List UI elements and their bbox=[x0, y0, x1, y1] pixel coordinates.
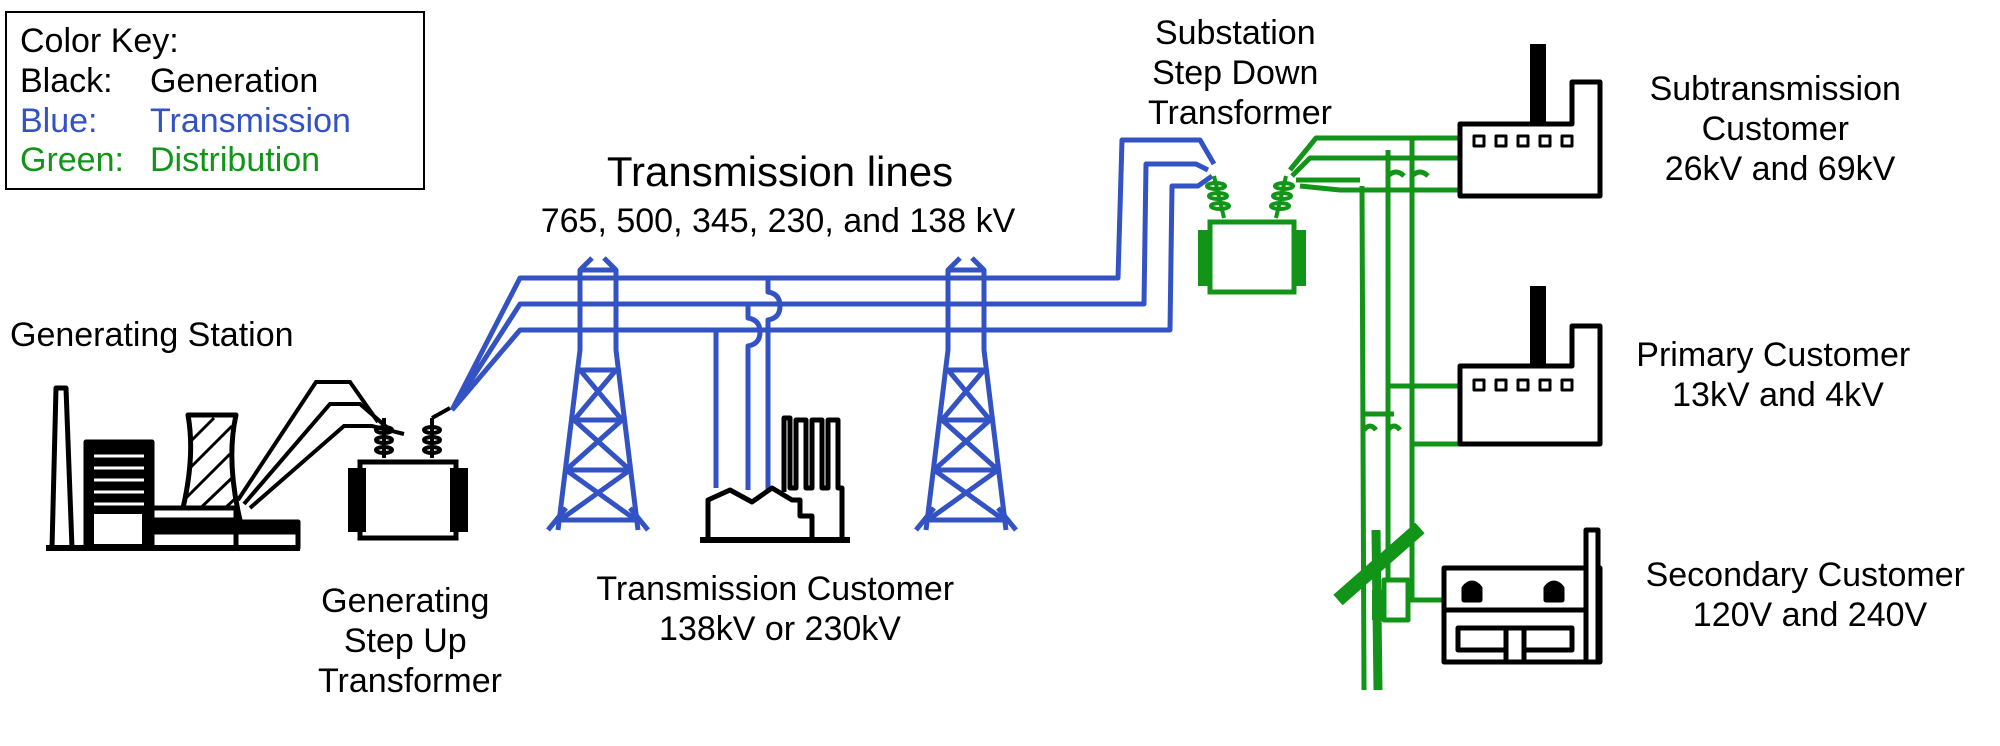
generation-lines bbox=[236, 380, 405, 510]
subtransmission-customer-icon bbox=[1457, 44, 1603, 199]
color-key-distribution-label: Green: bbox=[20, 141, 124, 179]
primary-customer-icon bbox=[1457, 286, 1603, 447]
step-up-transformer-icon bbox=[348, 406, 468, 541]
color-key-title: Color Key: bbox=[20, 22, 179, 60]
color-key: Color Key: Black: Generation Blue: Trans… bbox=[5, 11, 425, 190]
step-up-label: Generating Step Up Transformer bbox=[318, 582, 502, 700]
transmission-customer-label: Transmission Customer 138kV or 230kV bbox=[596, 570, 963, 648]
transmission-lines-title: Transmission lines bbox=[607, 148, 953, 195]
color-key-transmission-label: Blue: bbox=[20, 102, 98, 140]
color-key-distribution-value: Distribution bbox=[150, 141, 320, 179]
generating-station-label: Generating Station bbox=[10, 316, 294, 354]
distribution-lines bbox=[1288, 135, 1460, 691]
transmission-lines-voltages: 765, 500, 345, 230, and 138 kV bbox=[541, 202, 1016, 240]
secondary-customer-icon bbox=[1441, 527, 1603, 665]
transmission-customer-icon bbox=[700, 415, 850, 543]
generating-station-icon bbox=[46, 385, 301, 551]
transmission-tower-2 bbox=[914, 256, 1018, 532]
subtransmission-customer-label: Subtransmission Customer 26kV and 69kV bbox=[1650, 70, 1911, 188]
color-key-generation-value: Generation bbox=[150, 62, 318, 100]
substation-transformer-icon bbox=[1198, 175, 1306, 295]
color-key-generation-label: Black: bbox=[20, 62, 113, 100]
color-key-transmission-value: Transmission bbox=[150, 102, 351, 140]
color-key-box bbox=[5, 11, 425, 190]
transmission-lines bbox=[449, 137, 1217, 492]
secondary-customer-label: Secondary Customer 120V and 240V bbox=[1646, 556, 1975, 634]
primary-customer-label: Primary Customer 13kV and 4kV bbox=[1636, 336, 1919, 414]
substation-label: Substation Step Down Transformer bbox=[1148, 14, 1332, 132]
transmission-tower-1 bbox=[546, 256, 650, 532]
